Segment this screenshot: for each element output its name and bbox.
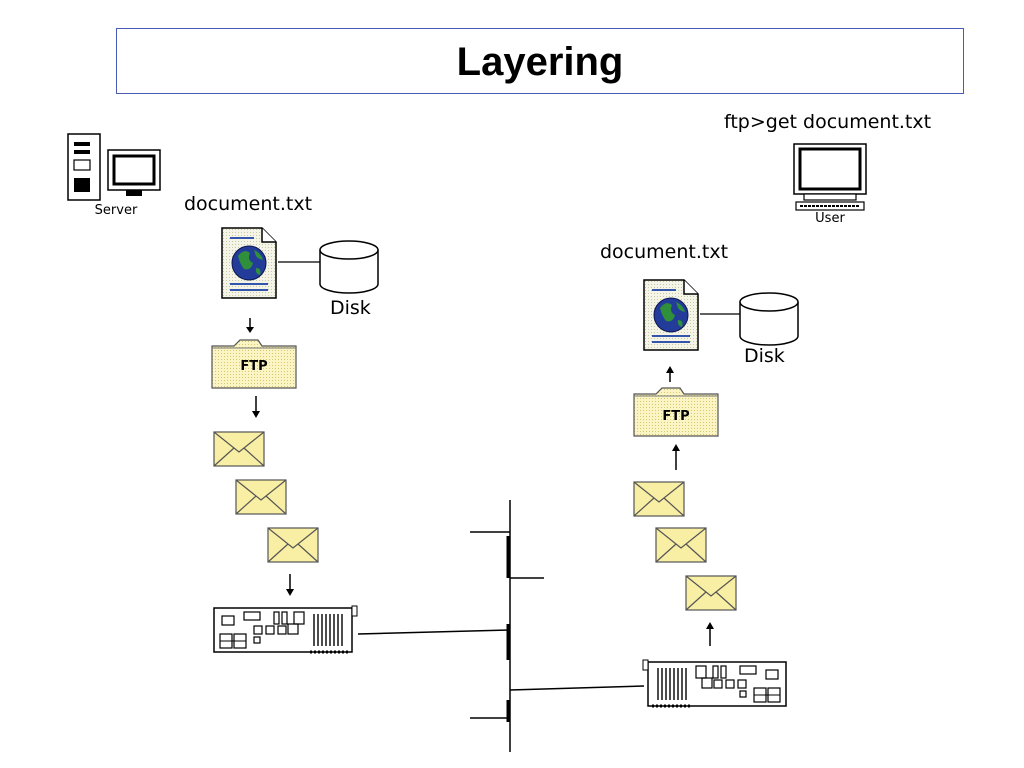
server-label: Server <box>95 203 138 218</box>
server-disk-label: Disk <box>330 297 371 319</box>
server-disk-icon <box>319 240 379 294</box>
user-document-icon <box>643 279 699 351</box>
network-bus <box>357 500 645 752</box>
user-ftp-label: FTP <box>662 409 689 424</box>
arrow-down-icon <box>286 574 294 596</box>
server-network-card-icon <box>212 604 359 654</box>
server-envelope-icon <box>235 479 287 515</box>
arrow-up-icon <box>706 622 714 646</box>
user-disk-label: Disk <box>744 345 785 367</box>
ftp-command-text: ftp>get document.txt <box>724 111 931 133</box>
server-envelope-icon <box>213 431 265 467</box>
user-network-card-icon <box>641 658 788 708</box>
slide-title-box: Layering <box>116 28 964 94</box>
user-file-label: document.txt <box>600 241 728 263</box>
slide-title: Layering <box>456 40 624 84</box>
server-ftp-label: FTP <box>240 359 267 374</box>
user-computer-icon <box>793 143 867 211</box>
server-file-label: document.txt <box>184 193 312 215</box>
server-computer-icon <box>67 133 161 201</box>
user-envelope-icon <box>685 575 737 611</box>
arrow-down-icon <box>246 318 254 333</box>
server-document-icon <box>221 227 277 299</box>
user-disk-icon <box>739 292 799 346</box>
server-envelope-icon <box>267 527 319 563</box>
arrow-down-icon <box>252 396 260 418</box>
user-envelope-icon <box>633 481 685 517</box>
user-envelope-icon <box>655 527 707 563</box>
arrow-up-icon <box>666 366 674 382</box>
arrow-up-icon <box>672 444 680 470</box>
user-label: User <box>815 211 845 226</box>
